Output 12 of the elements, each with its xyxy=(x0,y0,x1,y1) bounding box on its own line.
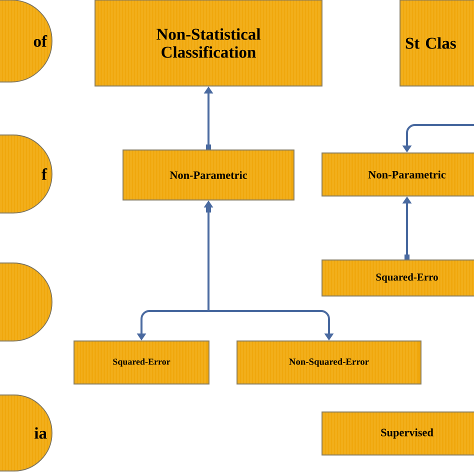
category-box: Supervised xyxy=(322,412,474,456)
category-box: Non-Squared-Error xyxy=(236,340,422,384)
rounded-box: of xyxy=(0,0,52,82)
category-box: St Clas xyxy=(400,0,474,86)
category-box: Squared-Erro xyxy=(322,260,474,296)
rounded-box xyxy=(0,262,52,342)
category-box: Squared-Error xyxy=(74,340,210,384)
category-box: Non-Parametric xyxy=(122,150,294,200)
category-box: Non-Statistical Classification xyxy=(94,0,322,86)
rounded-box: f xyxy=(0,134,52,214)
category-box: Non-Parametric xyxy=(322,152,474,196)
rounded-box: ia xyxy=(0,394,52,472)
